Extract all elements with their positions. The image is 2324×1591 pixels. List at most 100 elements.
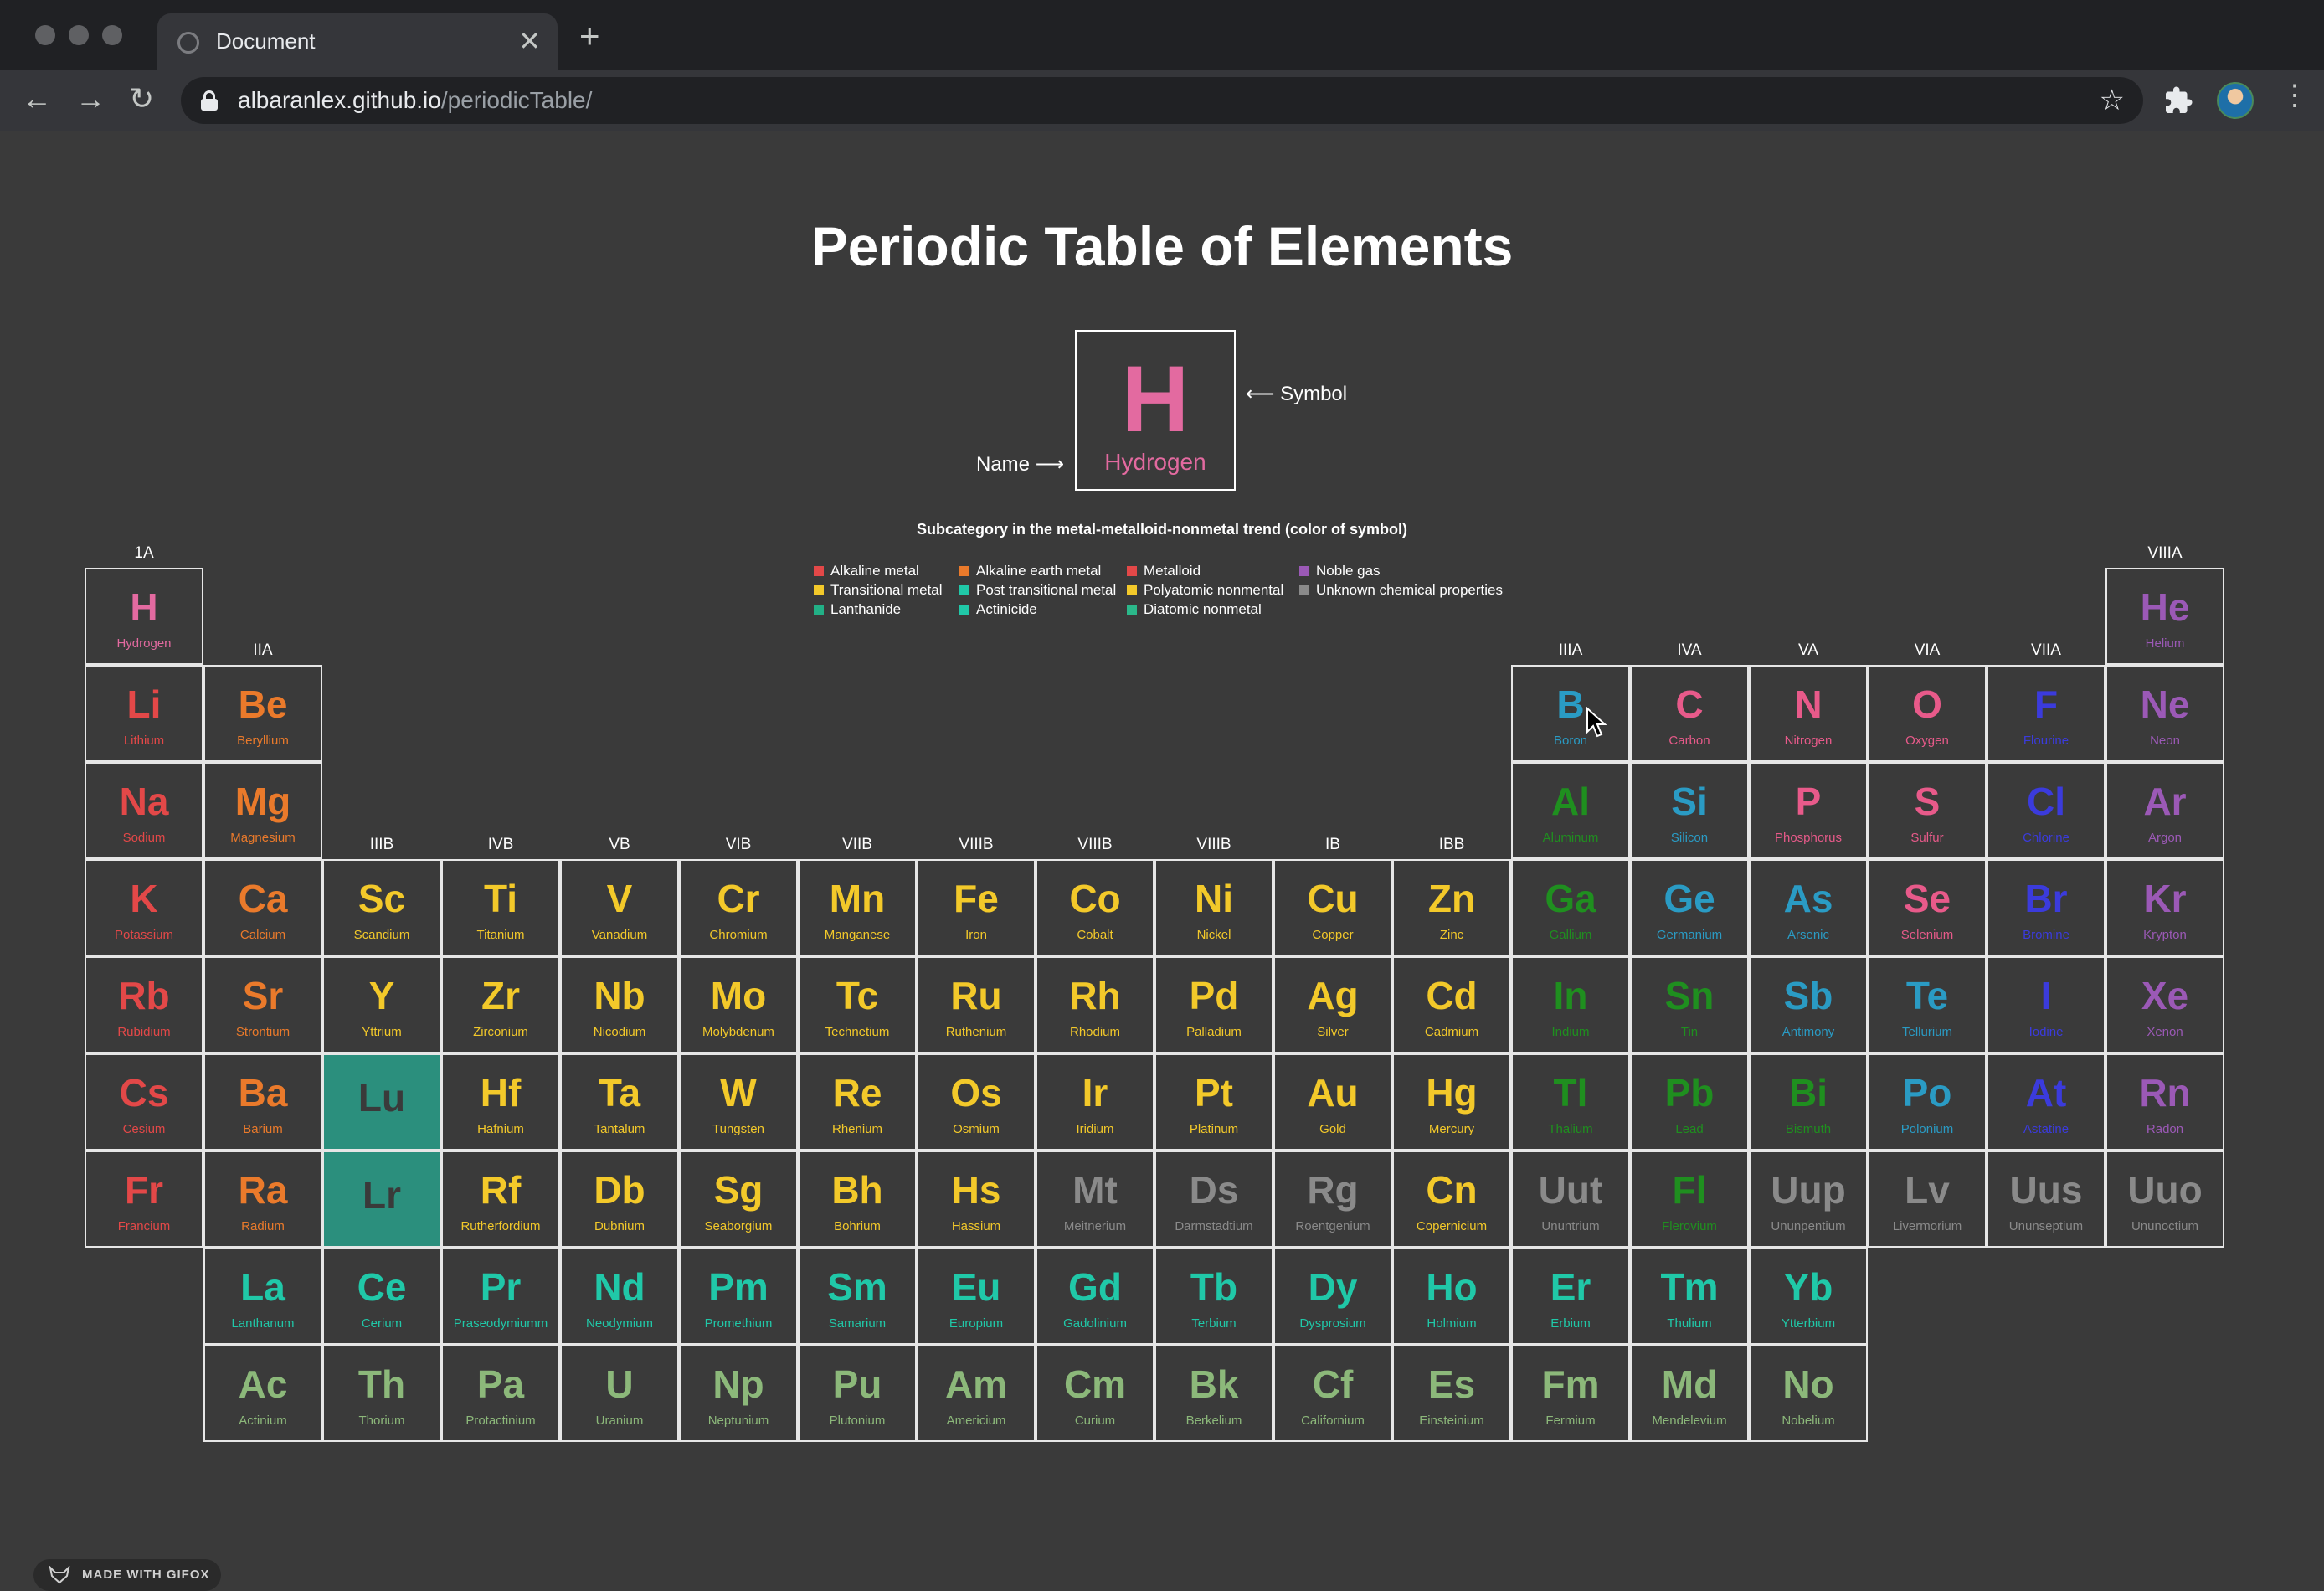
- minimize-window-button[interactable]: [69, 25, 89, 45]
- maximize-window-button[interactable]: [102, 25, 122, 45]
- browser-tab[interactable]: Document ✕: [157, 13, 558, 70]
- address-bar[interactable]: albaranlex.github.io/periodicTable/ ☆: [181, 77, 2143, 124]
- bookmark-star-icon[interactable]: ☆: [2099, 85, 2125, 116]
- element-cell-lr[interactable]: Lr: [322, 1151, 441, 1248]
- close-tab-icon[interactable]: ✕: [518, 26, 541, 56]
- extensions-puzzle-icon[interactable]: [2163, 85, 2193, 116]
- close-window-button[interactable]: [35, 25, 55, 45]
- forward-button[interactable]: →: [75, 81, 105, 116]
- new-tab-button[interactable]: +: [579, 16, 600, 55]
- browser-menu-icon[interactable]: ⋮: [2280, 80, 2309, 111]
- reload-button[interactable]: ↻: [129, 81, 155, 116]
- profile-avatar[interactable]: [2217, 82, 2254, 119]
